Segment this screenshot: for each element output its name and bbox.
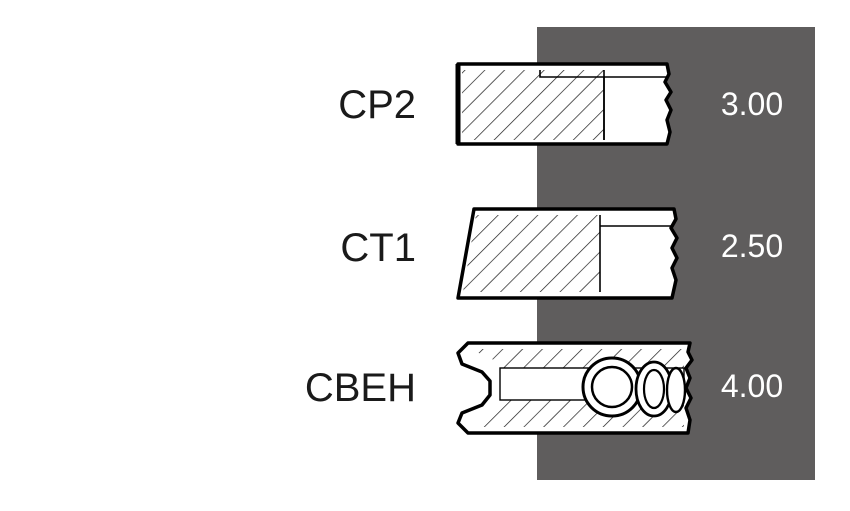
ring-dimension-label: 2.50 xyxy=(720,228,784,264)
ring-cp2-section xyxy=(455,62,673,146)
ring-code-label: CBEH xyxy=(304,366,416,410)
ring-cbeh-section xyxy=(456,341,694,435)
ring-code-label: CT1 xyxy=(340,226,416,270)
ring-dimension-label: 4.00 xyxy=(720,368,784,404)
ring-ct1-section xyxy=(456,207,679,300)
ring-code-label: CP2 xyxy=(338,83,416,127)
ring-dimension-label: 3.00 xyxy=(720,86,784,122)
